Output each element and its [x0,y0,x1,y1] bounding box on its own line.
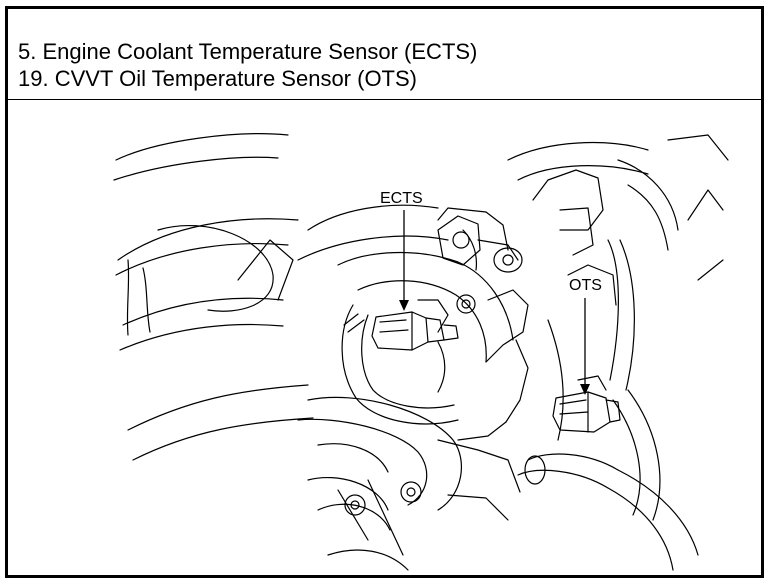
callout-label-ots: OTS [569,277,602,294]
engine-line-drawing: ECTS OTS [113,133,729,571]
caption-panel: 5. Engine Coolant Temperature Sensor (EC… [8,9,761,100]
callout-arrow-ots [580,298,590,395]
figure-frame: 5. Engine Coolant Temperature Sensor (EC… [5,6,764,578]
caption-ects: 5. Engine Coolant Temperature Sensor (EC… [18,39,478,64]
callout-arrow-ects [399,210,409,311]
engine-illustration: ECTS OTS [8,100,761,575]
engine-linework [113,133,729,571]
caption-ots: 19. CVVT Oil Temperature Sensor (OTS) [18,66,417,91]
callout-label-ects: ECTS [380,190,423,207]
